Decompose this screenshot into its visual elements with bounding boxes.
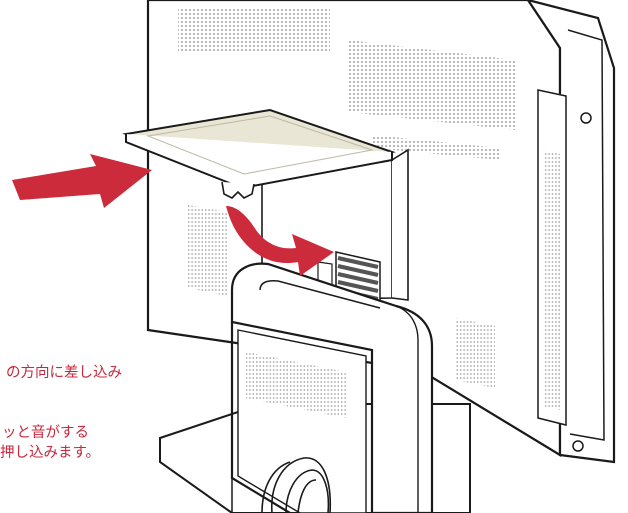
instruction-line-3: 押し込みます。: [0, 445, 101, 461]
instruction-line-2: ッと音がする: [2, 425, 89, 441]
card-connector: [317, 251, 381, 309]
insert-direction-arrow: [12, 154, 152, 208]
screw-hole-bottom: [572, 440, 584, 452]
monitor-stand: [230, 262, 434, 513]
cables: [261, 457, 332, 513]
expansion-card: [122, 108, 396, 199]
monitor-bezel: [526, 0, 616, 464]
card-latch: [221, 181, 255, 199]
instruction-text: の方向に差し込み: [0, 363, 122, 383]
screw-hole-top: [580, 112, 592, 124]
instruction-text-2: ッと音がする 押し込みます。: [0, 423, 100, 463]
push-down-curved-arrow: [226, 206, 334, 276]
instruction-line-1: の方向に差し込み: [6, 365, 122, 381]
